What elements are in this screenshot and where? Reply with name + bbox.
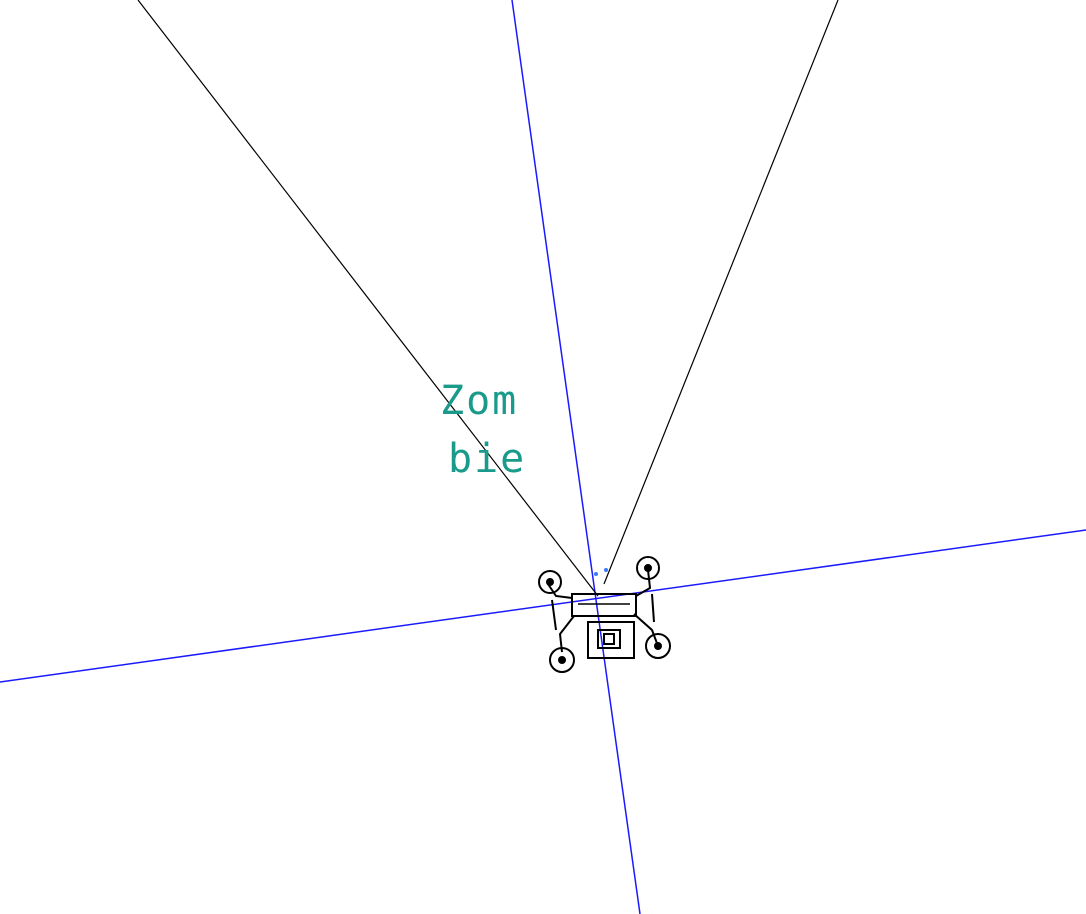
rotor-rear-right	[645, 633, 671, 659]
horizontal-axis-line	[0, 529, 1086, 683]
drone-body	[571, 593, 637, 617]
quadcopter-drone-icon[interactable]	[538, 556, 671, 673]
zombie-label: Zom bie	[440, 378, 526, 482]
zombie-label-line1: Zom	[440, 378, 518, 424]
drone-frame	[587, 621, 635, 659]
rotor-front-right	[636, 556, 660, 580]
rotor-front-left	[538, 570, 562, 594]
vertical-axis-line	[511, 0, 641, 914]
fov-left-boundary-line	[137, 0, 599, 597]
zombie-label-line2: bie	[448, 436, 526, 482]
rotor-rear-left	[549, 647, 575, 673]
fov-right-boundary-line	[603, 0, 839, 585]
